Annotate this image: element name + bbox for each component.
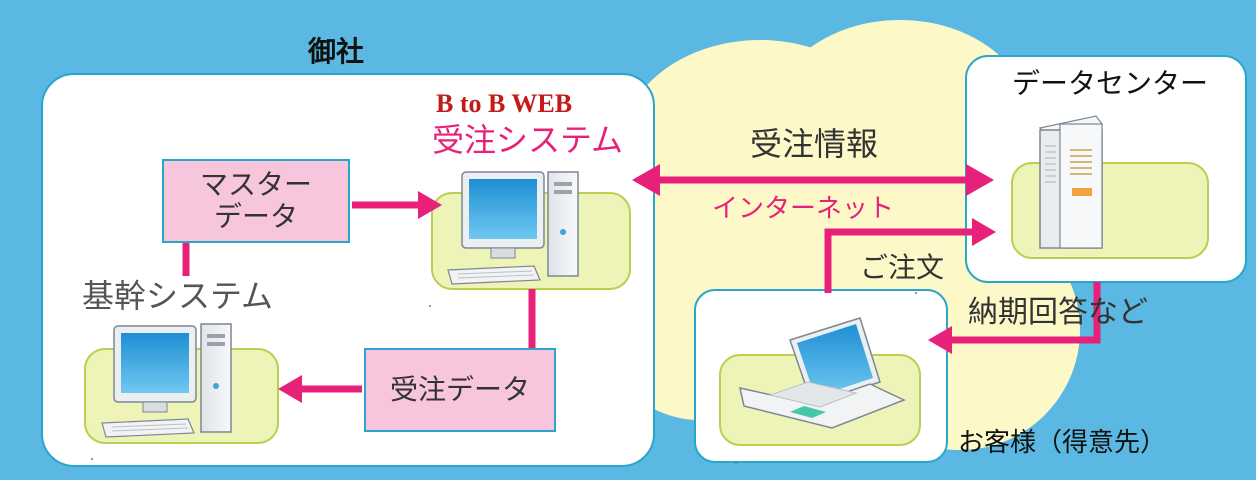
server-icon bbox=[1038, 115, 1104, 249]
core-system-computer-icon bbox=[101, 323, 232, 438]
order-arrow-line bbox=[824, 228, 984, 293]
web-system-subtitle: 受注システム bbox=[432, 121, 624, 159]
delivery-arrow-line bbox=[938, 282, 1101, 344]
delivery-arrowhead bbox=[928, 326, 952, 354]
speck bbox=[915, 292, 917, 294]
speck bbox=[429, 305, 431, 307]
order-data-label: 受注データ bbox=[389, 372, 530, 406]
company-label: 御社 bbox=[308, 35, 365, 68]
order-label: ご注文 bbox=[860, 251, 945, 284]
order-data-to-core-arrowhead bbox=[278, 375, 302, 403]
data-center-label: データセンター bbox=[1012, 67, 1209, 100]
web-system-title: B to B WEB bbox=[436, 89, 573, 118]
order-data-box: 受注データ bbox=[364, 348, 556, 432]
speck bbox=[735, 462, 737, 464]
master-data-line2: データ bbox=[213, 200, 298, 233]
master-to-web-arrowhead bbox=[418, 191, 442, 219]
delivery-reply-label: 納期回答など bbox=[968, 295, 1148, 330]
order-info-label: 受注情報 bbox=[750, 125, 879, 163]
order-arrowhead bbox=[972, 218, 996, 246]
speck bbox=[91, 458, 93, 460]
internet-arrow bbox=[632, 164, 994, 196]
laptop-icon bbox=[739, 317, 906, 429]
core-system-label: 基幹システム bbox=[82, 277, 274, 315]
master-data-line1: マスター bbox=[199, 167, 312, 201]
master-data-box: マスター データ bbox=[162, 159, 350, 243]
customer-label: お客様（得意先） bbox=[958, 428, 1167, 458]
web-system-computer-icon bbox=[447, 171, 579, 285]
internet-label: インターネット bbox=[712, 194, 895, 224]
